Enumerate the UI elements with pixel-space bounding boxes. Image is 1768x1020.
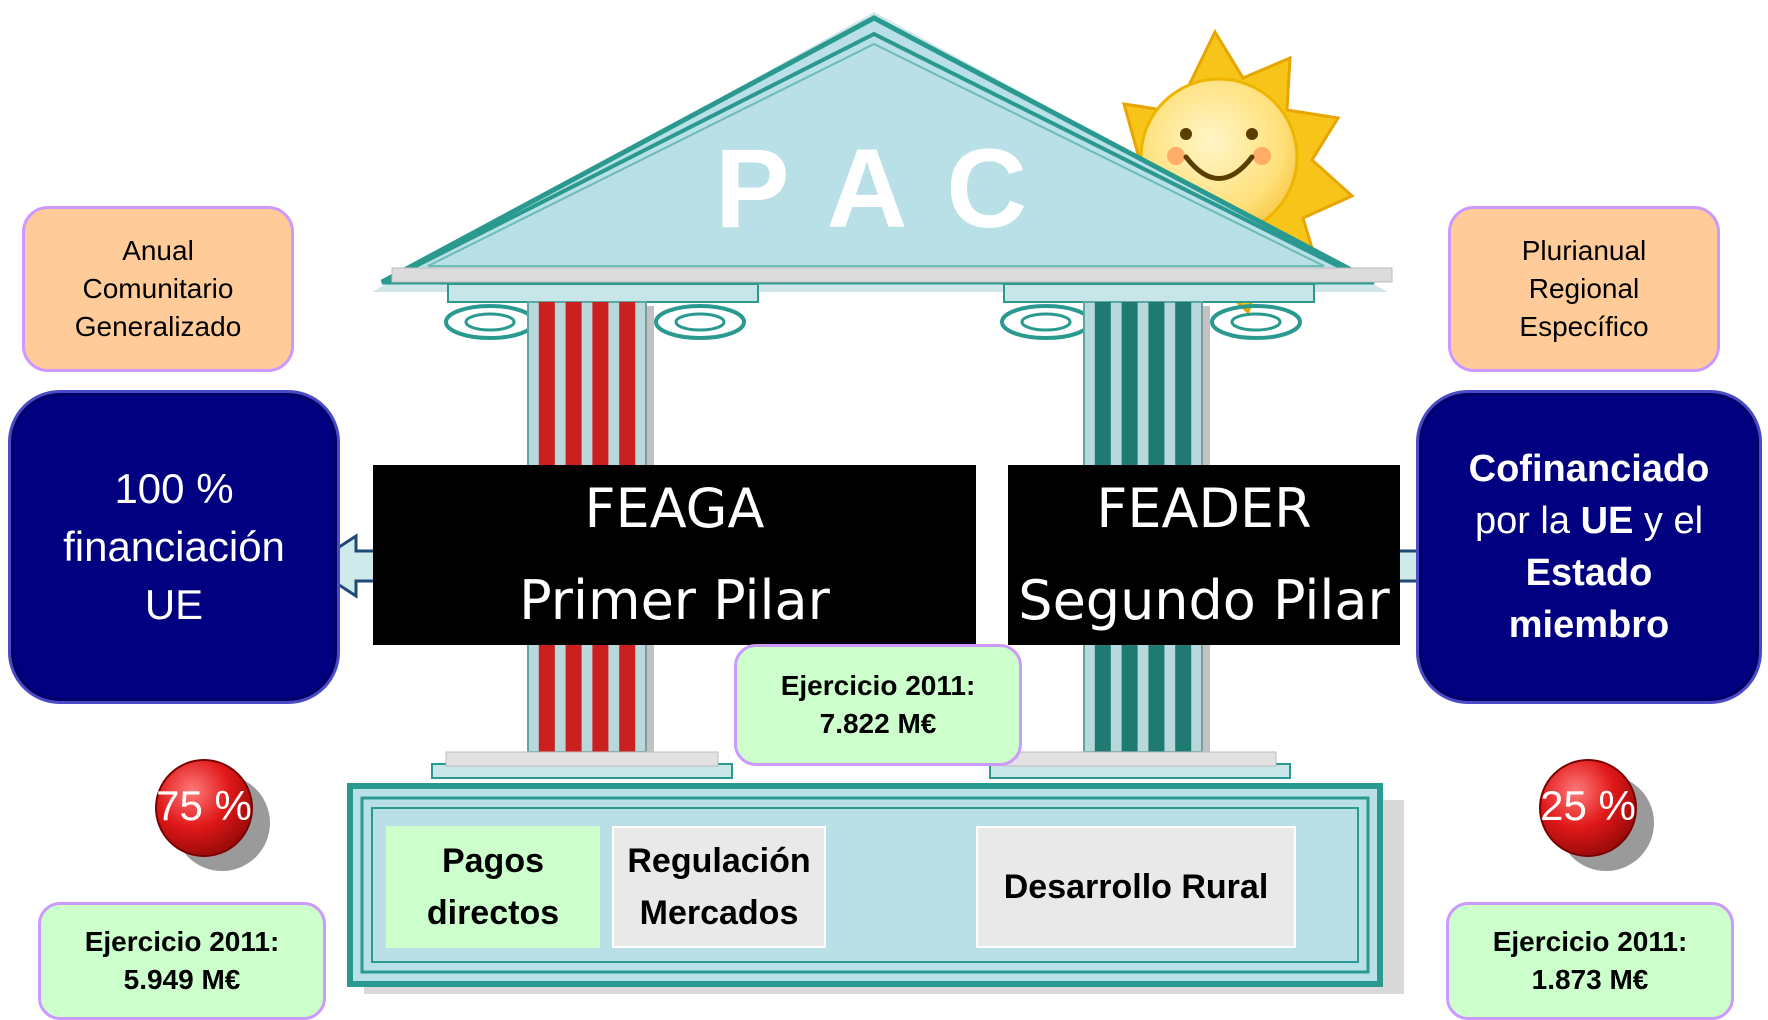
pillar2-fund: FEADER (1096, 477, 1312, 540)
roof-title: P A C (714, 126, 1034, 251)
pillar2-base (989, 751, 1291, 779)
right-financing-line3: Estado (1525, 552, 1653, 594)
pagos-directos-cell: Pagos directos (386, 826, 600, 948)
left-budget-box: Ejercicio 2011: 5.949 M€ (38, 902, 326, 1020)
right-budget-line: Ejercicio 2011: (1492, 926, 1688, 957)
right-info-line: Regional (1528, 273, 1640, 304)
regulacion-line: Regulación (627, 842, 811, 880)
right-info-box: Plurianual Regional Específico (1448, 206, 1720, 372)
left-info-box: Anual Comunitario Generalizado (22, 206, 294, 372)
right-info-line: Plurianual (1521, 235, 1647, 266)
right-financing-box: Cofinanciado por la UE y el Estado miemb… (1416, 390, 1762, 704)
left-info-line: Generalizado (74, 311, 242, 342)
right-financing-text: y el (1633, 500, 1704, 542)
pillar2-name: Segundo Pilar (1018, 569, 1390, 632)
right-share-text: 25 % (1540, 782, 1636, 829)
center-budget-box: Ejercicio 2011: 7.822 M€ (734, 644, 1022, 766)
pillar1-label: FEAGA Primer Pilar (373, 465, 976, 645)
right-financing-line1: Cofinanciado (1468, 448, 1710, 490)
center-budget-line: 7.822 M€ (819, 708, 937, 739)
center-budget-line: Ejercicio 2011: (780, 670, 976, 701)
right-budget-line: 1.873 M€ (1531, 964, 1649, 995)
left-financing-line: 100 % (114, 465, 234, 512)
pillar1-name: Primer Pilar (519, 569, 830, 632)
right-budget-box: Ejercicio 2011: 1.873 M€ (1446, 902, 1734, 1020)
left-info-line: Anual (122, 235, 194, 266)
right-financing-line2: por la UE y el (1475, 495, 1703, 547)
right-info-line: Específico (1519, 311, 1649, 342)
left-financing-line: UE (144, 581, 204, 628)
desarrollo-line: Desarrollo Rural (1003, 868, 1269, 906)
right-financing-line4: miembro (1508, 604, 1670, 646)
left-financing-box: 100 % financiación UE (8, 390, 340, 704)
regulacion-mercados-cell: Regulación Mercados (612, 826, 826, 948)
temple-roof (372, 12, 1393, 292)
pagos-line: directos (426, 894, 560, 932)
left-info-line: Comunitario (82, 273, 234, 304)
right-financing-text: por la (1474, 500, 1581, 542)
pagos-line: Pagos (441, 842, 545, 880)
pillar1-fund: FEAGA (584, 477, 765, 540)
regulacion-line: Mercados (639, 894, 799, 932)
left-share-ball (155, 759, 270, 871)
left-share-text: 75 % (156, 782, 252, 829)
left-budget-line: 5.949 M€ (123, 964, 241, 995)
desarrollo-rural-cell: Desarrollo Rural (976, 826, 1296, 948)
left-financing-line: financiación (63, 523, 285, 570)
right-share-ball (1539, 759, 1654, 871)
pillar2-label: FEADER Segundo Pilar (1008, 465, 1400, 645)
pillar1-base (431, 751, 733, 779)
right-financing-ue: UE (1580, 500, 1634, 542)
left-budget-line: Ejercicio 2011: (84, 926, 280, 957)
